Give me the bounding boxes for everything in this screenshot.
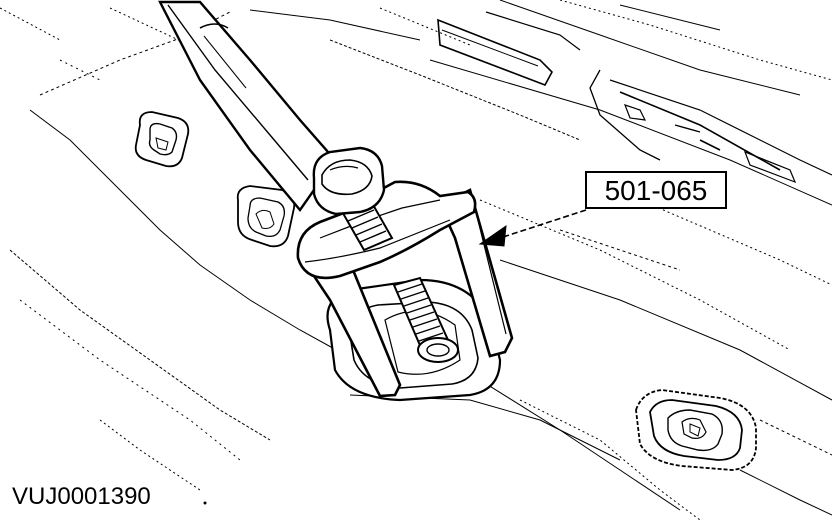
hex-head-bolt [312, 146, 394, 252]
callout-box [585, 171, 727, 209]
forcing-screw [392, 276, 459, 363]
callout-leader [478, 209, 587, 247]
tool-number-callout: 501-065 [585, 171, 727, 209]
mounting-hole-upper-left [134, 111, 190, 168]
figure-code: VUJ0001390 [12, 483, 151, 510]
tool-handle [158, 0, 337, 212]
mounting-hole-center-left [236, 185, 296, 248]
mounting-hole-lower-right [635, 389, 757, 471]
upper-rail-bracket [437, 11, 832, 184]
tool-number-label: 501-065 [605, 175, 708, 206]
stray-mark [203, 501, 207, 505]
